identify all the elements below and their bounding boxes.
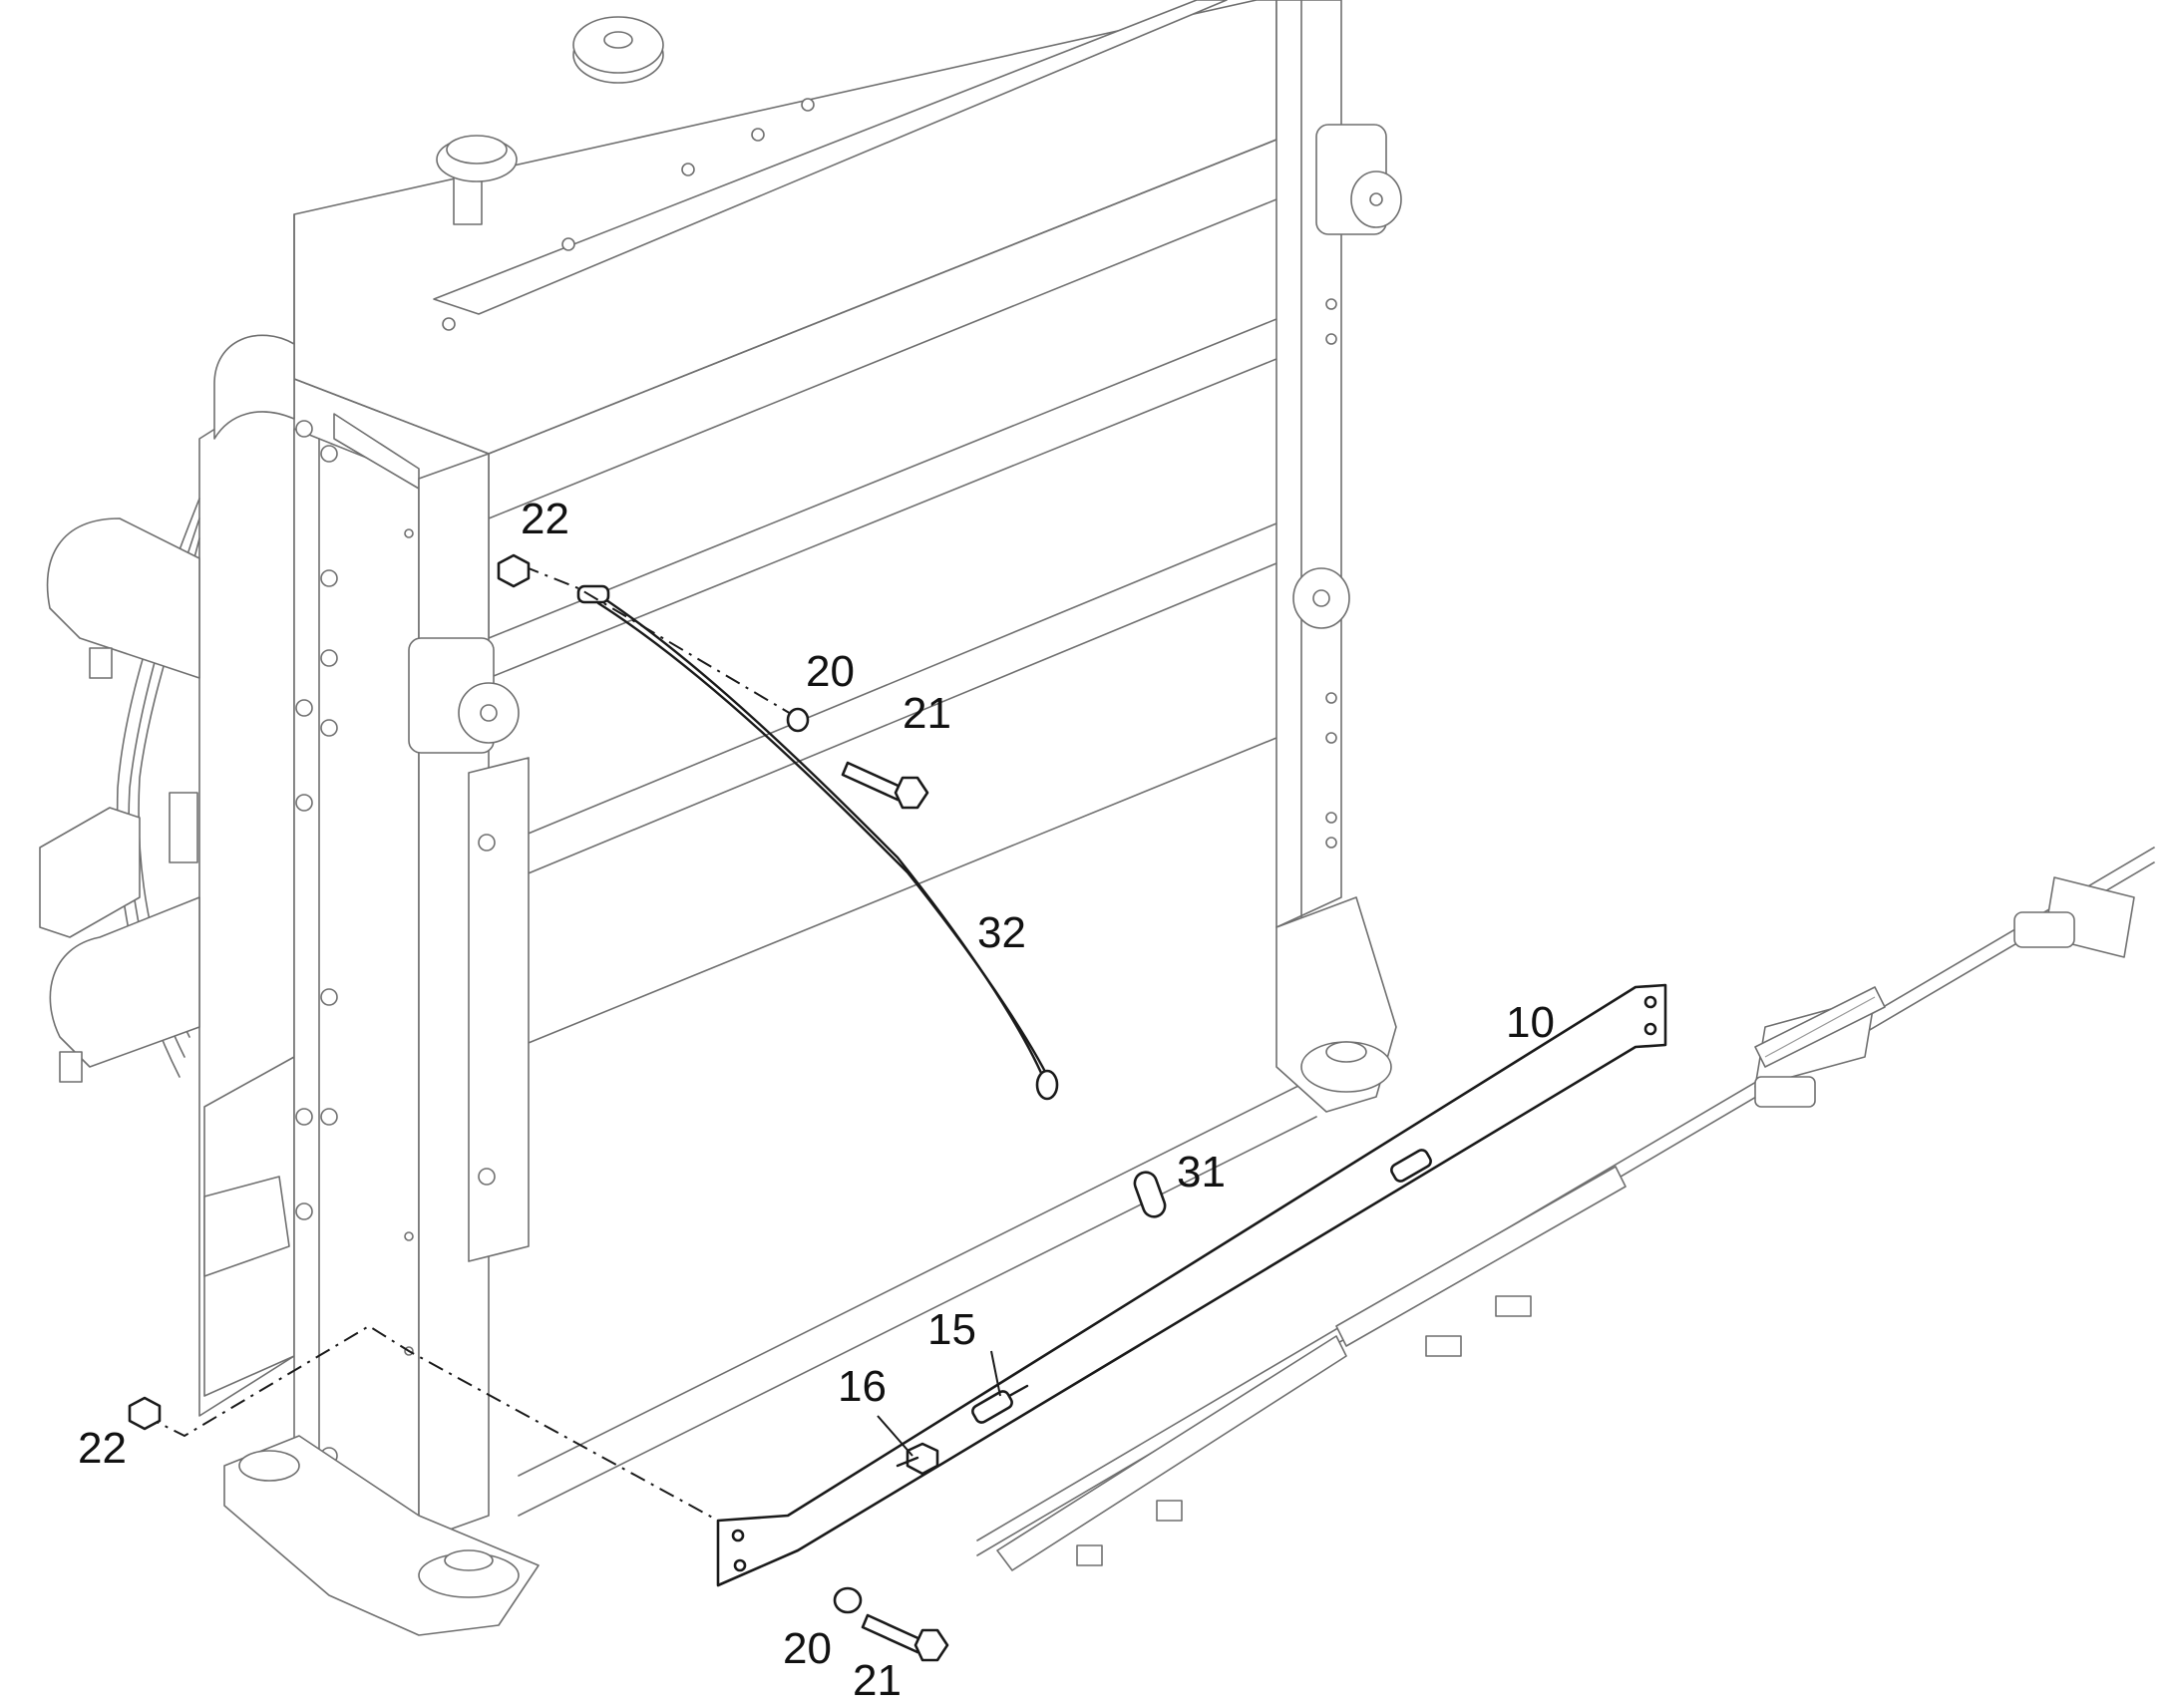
nut-22-bottom [128, 1396, 162, 1431]
link-31 [1133, 1171, 1167, 1218]
chain-32 [576, 584, 1059, 1101]
callout-20-top: 20 [806, 647, 855, 696]
callout-15: 15 [927, 1305, 976, 1354]
washer-20-top [786, 707, 810, 733]
callout-21-bottom: 21 [853, 1656, 902, 1705]
bolt-21-bottom [861, 1613, 949, 1662]
radiator-assembly [39, 0, 1402, 1636]
lower-guard-assembly [976, 847, 2155, 1571]
callout-10: 10 [1506, 998, 1555, 1047]
callout-32: 32 [977, 908, 1026, 957]
pin-15 [971, 1384, 1029, 1424]
nut-22-top [497, 553, 531, 588]
callout-22-top: 22 [521, 495, 569, 543]
bolt-21-top [841, 761, 929, 810]
callout-22-bottom: 22 [78, 1424, 127, 1473]
callout-21-top: 21 [903, 689, 951, 738]
callout-16: 16 [838, 1362, 887, 1411]
callout-20-bottom: 20 [783, 1624, 832, 1673]
callout-labels: 22 20 21 32 10 31 15 16 22 20 21 [78, 495, 1555, 1705]
bolt-16 [896, 1442, 939, 1476]
washer-20-bottom [833, 1586, 863, 1614]
callout-31: 31 [1177, 1148, 1226, 1196]
bar-10 [716, 983, 1667, 1587]
